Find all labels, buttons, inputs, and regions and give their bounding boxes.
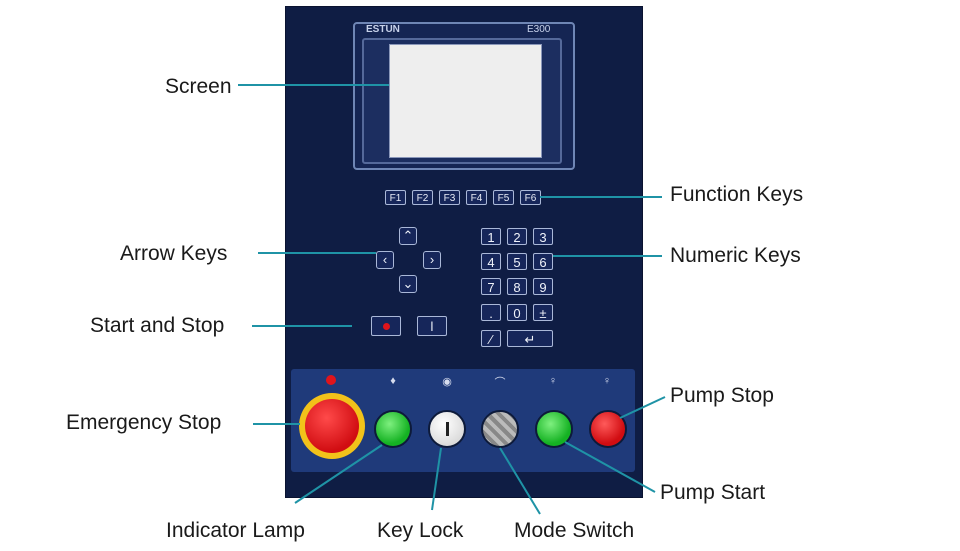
emergency-indicator-icon (326, 375, 336, 385)
numeric-key[interactable]: 3 (533, 228, 553, 245)
mode-symbol-icon: ⌒ (494, 377, 506, 389)
pump-start-button[interactable] (535, 410, 573, 448)
f4-key[interactable]: F4 (466, 190, 487, 205)
numeric-key[interactable]: 7 (481, 278, 501, 295)
decimal-key[interactable]: . (481, 304, 501, 321)
arrow-down-key[interactable]: ⌄ (399, 275, 417, 293)
key-symbol-icon: ◉ (442, 376, 452, 388)
f5-key[interactable]: F5 (493, 190, 514, 205)
mode-switch-leader (499, 447, 541, 515)
key-lock-leader (431, 447, 442, 511)
numeric-key[interactable]: 2 (507, 228, 527, 245)
f3-key[interactable]: F3 (439, 190, 460, 205)
f2-key[interactable]: F2 (412, 190, 433, 205)
pump-start-leader (564, 441, 656, 493)
numeric-keys-label: Numeric Keys (670, 244, 801, 267)
pump-stop-leader (619, 396, 666, 419)
mode-switch-label: Mode Switch (514, 519, 635, 542)
key-lock[interactable] (428, 410, 466, 448)
indicator-lamp-leader (294, 444, 383, 504)
screen[interactable] (389, 44, 542, 158)
pump-stop-label: Pump Stop (670, 384, 774, 407)
f6-key[interactable]: F6 (520, 190, 541, 205)
key-lock-label: Key Lock (377, 519, 464, 542)
numeric-key[interactable]: 4 (481, 253, 501, 270)
emergency-stop-label: Emergency Stop (66, 411, 222, 434)
stop-key[interactable] (371, 316, 401, 336)
numeric-key[interactable]: 0 (507, 304, 527, 321)
numeric-key[interactable]: 8 (507, 278, 527, 295)
brand-label: ESTUN (366, 24, 400, 35)
screen-label: Screen (165, 75, 232, 98)
sign-key[interactable]: ± (533, 304, 553, 321)
pump-start-symbol-icon: ♀ (548, 375, 558, 387)
indicator-lamp-label: Indicator Lamp (166, 519, 305, 542)
start-key[interactable]: ǀ (417, 316, 447, 336)
stop-icon (382, 323, 390, 330)
mode-switch[interactable] (481, 410, 519, 448)
emergency-stop-button[interactable] (305, 399, 359, 453)
enter-key[interactable]: ↵ (507, 330, 553, 347)
f1-key[interactable]: F1 (385, 190, 406, 205)
start-stop-label: Start and Stop (90, 314, 225, 337)
lamp-symbol-icon: ♦ (390, 375, 396, 387)
function-keys-label: Function Keys (670, 183, 804, 206)
pump-stop-button[interactable] (589, 410, 627, 448)
arrow-up-key[interactable]: ⌃ (399, 227, 417, 245)
arrow-keys-label: Arrow Keys (120, 242, 228, 265)
key-slot-icon (446, 422, 449, 436)
model-label: E300 (527, 24, 551, 35)
arrow-left-key[interactable]: ‹ (376, 251, 394, 269)
numeric-key[interactable]: 9 (533, 278, 553, 295)
numeric-key[interactable]: 1 (481, 228, 501, 245)
arrow-right-key[interactable]: › (423, 251, 441, 269)
pump-stop-symbol-icon: ♀ (602, 375, 612, 387)
indicator-lamp (374, 410, 412, 448)
clear-key[interactable]: ⁄ (481, 330, 501, 347)
numeric-key[interactable]: 5 (507, 253, 527, 270)
numeric-key[interactable]: 6 (533, 253, 553, 270)
pump-start-label: Pump Start (660, 481, 766, 504)
